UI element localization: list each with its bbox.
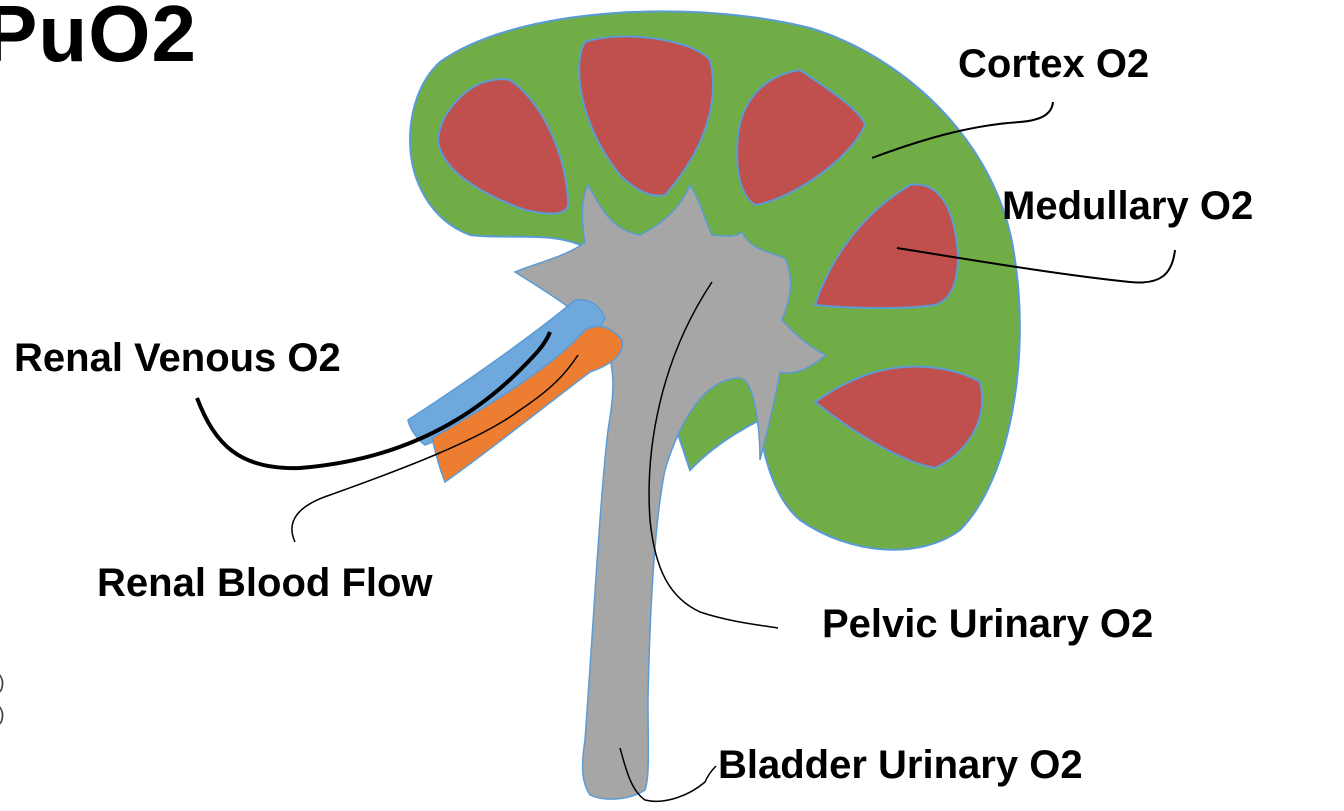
label-renal-venous-o2: Renal Venous O2 <box>14 338 341 378</box>
clipped-text-fragment-1: ) <box>0 672 5 695</box>
label-bladder-urinary-o2: Bladder Urinary O2 <box>718 745 1083 785</box>
page-title: PuO2 <box>0 0 197 74</box>
label-cortex-o2: Cortex O2 <box>958 44 1149 84</box>
label-renal-blood-flow: Renal Blood Flow <box>97 563 433 603</box>
label-medullary-o2: Medullary O2 <box>1002 186 1253 226</box>
clipped-text-fragment-2: ) <box>0 704 5 727</box>
label-pelvic-urinary-o2: Pelvic Urinary O2 <box>822 604 1153 644</box>
